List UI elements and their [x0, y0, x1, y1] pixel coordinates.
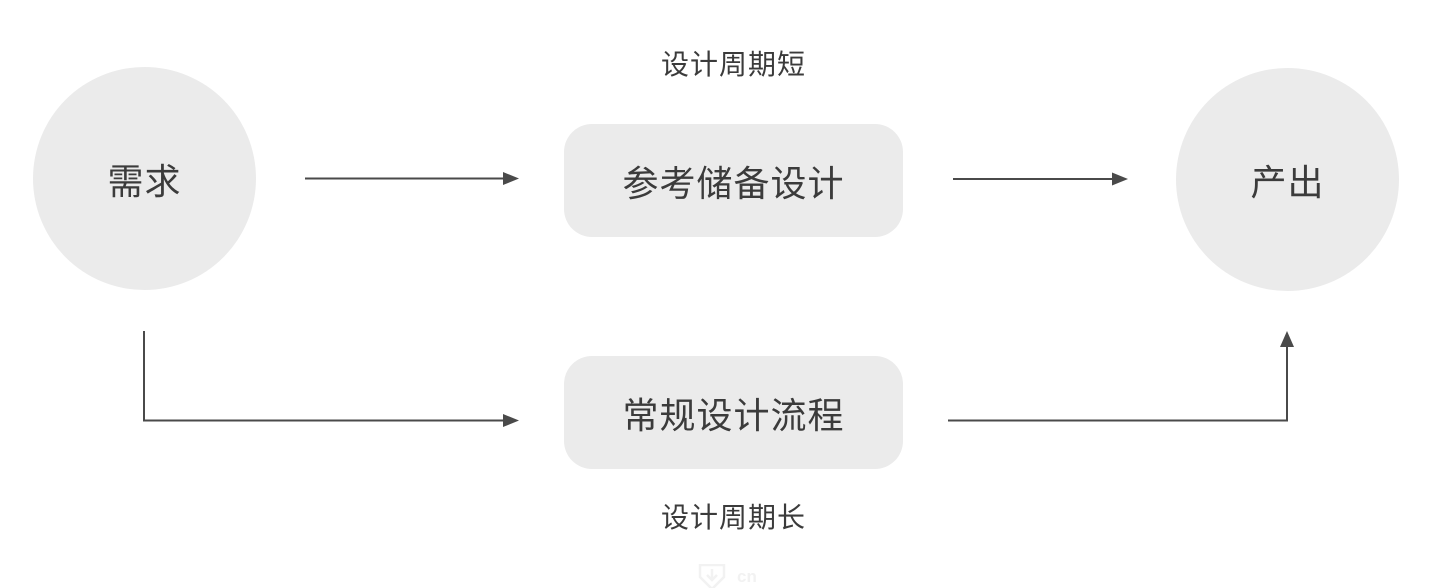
edge-demand-to-regular — [143, 331, 519, 427]
arrowhead-up-icon — [1280, 331, 1294, 347]
edge-reference-to-output — [953, 172, 1128, 186]
arrowhead-right-icon — [503, 414, 519, 427]
annotation-short-design-cycle: 设计周期短 — [660, 49, 806, 80]
node-output: 产出 — [1176, 68, 1399, 291]
node-demand: 需求 — [33, 67, 256, 290]
node-reference-design-label: 参考储备设计 — [622, 162, 845, 204]
node-output-label: 产出 — [1250, 161, 1325, 203]
watermark-text: cn — [737, 567, 757, 586]
edge-regular-to-output — [948, 331, 1294, 422]
edge-demand-to-reference — [305, 172, 519, 185]
watermark-logo-icon — [698, 564, 726, 588]
annotation-long-design-cycle: 设计周期长 — [660, 502, 806, 533]
node-regular-process-label: 常规设计流程 — [622, 394, 845, 436]
watermark: cn — [692, 564, 757, 588]
node-regular-process: 常规设计流程 — [564, 356, 903, 469]
node-demand-label: 需求 — [107, 160, 182, 202]
arrowhead-right-icon — [503, 172, 519, 185]
node-reference-design: 参考储备设计 — [564, 124, 903, 237]
arrowhead-right-icon — [1112, 172, 1128, 186]
